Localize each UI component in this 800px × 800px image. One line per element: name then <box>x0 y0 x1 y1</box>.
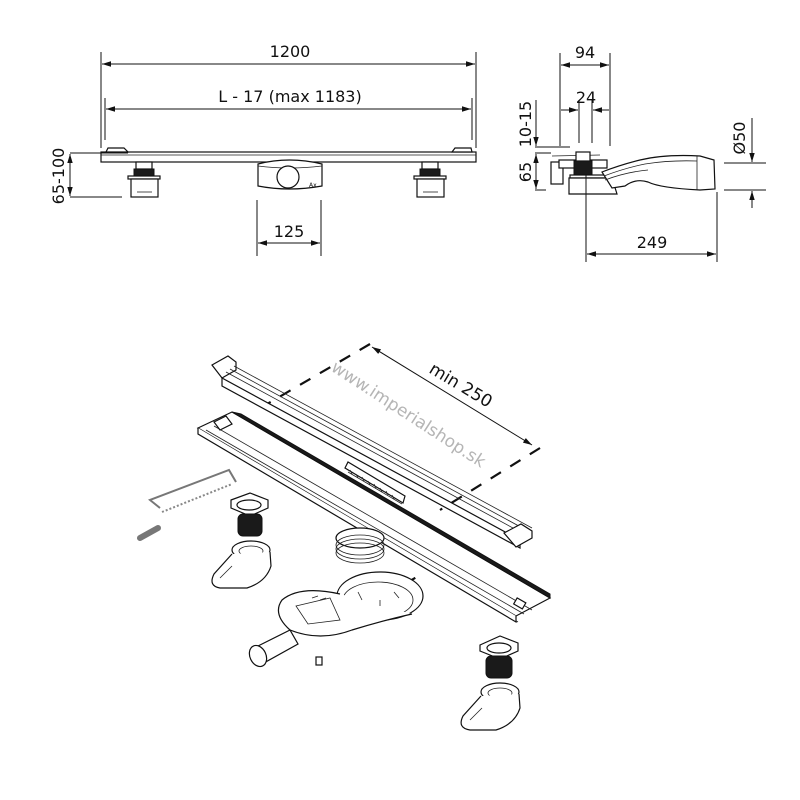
dimension-24: 24 <box>576 88 596 107</box>
dimension-grate-length: L - 17 (max 1183) <box>218 87 361 106</box>
svg-text:Ax: Ax <box>309 182 317 189</box>
hair-trap-comb <box>344 461 406 505</box>
dimension-diameter-50: Ø50 <box>730 122 749 155</box>
siphon-outlet-front: Ax <box>257 159 323 190</box>
dimension-249: 249 <box>637 233 668 252</box>
dimension-65: 65 <box>516 162 535 182</box>
grate <box>211 355 533 550</box>
siphon-ring <box>335 527 385 564</box>
drain-channel <box>196 411 552 624</box>
cut-line-right <box>439 447 541 511</box>
siphon-side-profile <box>550 151 716 195</box>
exploded-view: www.imperialshop.sk min 250 <box>137 343 552 731</box>
foot-cap-left <box>230 492 269 537</box>
front-view: 1200 L - 17 (max 1183) <box>49 42 477 256</box>
foot-base-right <box>460 682 521 731</box>
foot-base-left <box>211 540 272 589</box>
foot-cap-right <box>479 635 519 679</box>
siphon-body <box>248 571 424 668</box>
dimension-10-15: 10-15 <box>516 101 535 148</box>
dimension-height-range: 65-100 <box>49 148 68 205</box>
hacksaw-icon <box>137 468 237 541</box>
adjustable-foot-right <box>413 161 447 198</box>
adjustable-foot-left <box>127 161 161 198</box>
dimension-line-min-250 <box>371 346 533 446</box>
dimension-125: 125 <box>274 222 305 241</box>
side-view: 94 24 10-15 65 <box>516 43 766 262</box>
dimension-94: 94 <box>575 43 595 62</box>
dimension-1200: 1200 <box>270 42 311 61</box>
